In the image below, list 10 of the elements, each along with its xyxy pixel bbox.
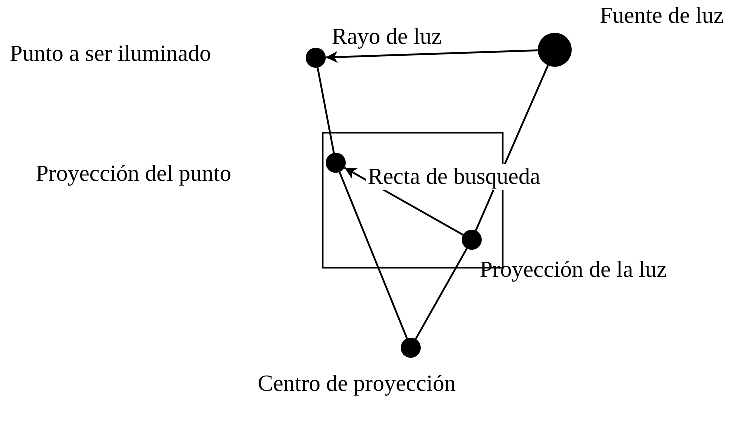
arrow <box>326 50 538 64</box>
point-label: Centro de proyección <box>258 370 456 398</box>
point-label: Proyección del punto <box>36 160 232 188</box>
line <box>338 172 408 340</box>
edge-label: Recta de busqueda <box>366 164 542 190</box>
line <box>316 68 336 154</box>
point-label: Fuente de luz <box>600 2 724 30</box>
line <box>415 248 468 340</box>
point-label: Proyección de la luz <box>480 256 668 284</box>
point-label: Punto a ser iluminado <box>10 40 212 68</box>
